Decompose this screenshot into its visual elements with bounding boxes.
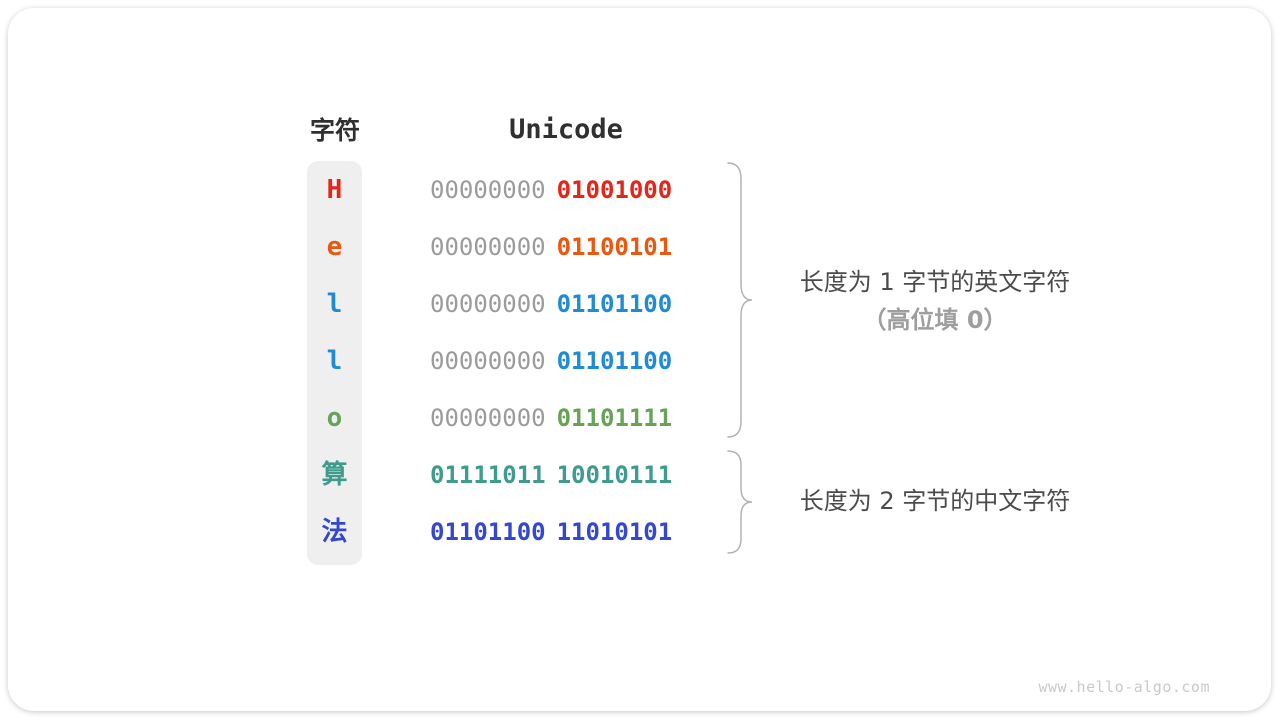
column-header-unicode: Unicode xyxy=(509,114,623,145)
unicode-binary: 00000000 01100101 xyxy=(430,219,672,276)
annotation-chinese-line1: 长度为 2 字节的中文字符 xyxy=(799,487,1071,515)
byte-low: 01101100 xyxy=(556,290,673,318)
brace-chinese-group xyxy=(727,450,753,554)
unicode-binary: 00000000 01101111 xyxy=(430,390,672,447)
unicode-binary: 00000000 01001000 xyxy=(430,162,672,219)
annotation-english: 长度为 1 字节的英文字符 （高位填 0） xyxy=(765,266,1105,336)
byte-high: 01111011 xyxy=(430,461,546,489)
byte-low: 01101100 xyxy=(556,347,673,375)
byte-high: 00000000 xyxy=(430,233,546,261)
column-header-char: 字符 xyxy=(309,116,360,145)
brace-english-group xyxy=(727,162,753,438)
byte-low: 10010111 xyxy=(556,461,673,489)
annotation-chinese: 长度为 2 字节的中文字符 xyxy=(765,485,1105,517)
unicode-binary: 00000000 01101100 xyxy=(430,333,672,390)
character-column-background xyxy=(307,161,362,565)
byte-high: 00000000 xyxy=(430,290,546,318)
table-row: o 00000000 01101111 xyxy=(0,390,1280,447)
unicode-table-rows: H 00000000 01001000 e 00000000 01100101 l 00000… xyxy=(0,162,1280,562)
unicode-binary: 00000000 01101100 xyxy=(430,276,672,333)
byte-low: 01001000 xyxy=(556,176,673,204)
character-cell: 法 xyxy=(321,517,348,547)
table-row: 算 01111011 10010111 xyxy=(0,447,1280,504)
byte-high: 00000000 xyxy=(430,404,546,432)
character-cell: o xyxy=(326,403,343,433)
unicode-binary: 01101100 11010101 xyxy=(430,504,672,561)
annotation-english-line1: 长度为 1 字节的英文字符 xyxy=(799,268,1071,296)
unicode-binary: 01111011 10010111 xyxy=(430,447,672,504)
character-cell: H xyxy=(326,175,343,205)
byte-high: 00000000 xyxy=(430,347,546,375)
byte-low: 01100101 xyxy=(556,233,673,261)
byte-low: 01101111 xyxy=(556,404,673,432)
table-row: 法 01101100 11010101 xyxy=(0,504,1280,561)
table-row: e 00000000 01100101 xyxy=(0,219,1280,276)
character-cell: l xyxy=(326,346,343,376)
table-row: H 00000000 01001000 xyxy=(0,162,1280,219)
watermark: www.hello-algo.com xyxy=(1038,678,1210,696)
annotation-english-line2: （高位填 0） xyxy=(862,306,1008,334)
character-cell: e xyxy=(326,232,343,262)
character-cell: l xyxy=(326,289,343,319)
byte-low: 11010101 xyxy=(556,518,673,546)
byte-high: 00000000 xyxy=(430,176,546,204)
table-row: l 00000000 01101100 xyxy=(0,276,1280,333)
table-row: l 00000000 01101100 xyxy=(0,333,1280,390)
character-cell: 算 xyxy=(321,460,348,490)
byte-high: 01101100 xyxy=(430,518,546,546)
diagram-card xyxy=(8,8,1271,711)
